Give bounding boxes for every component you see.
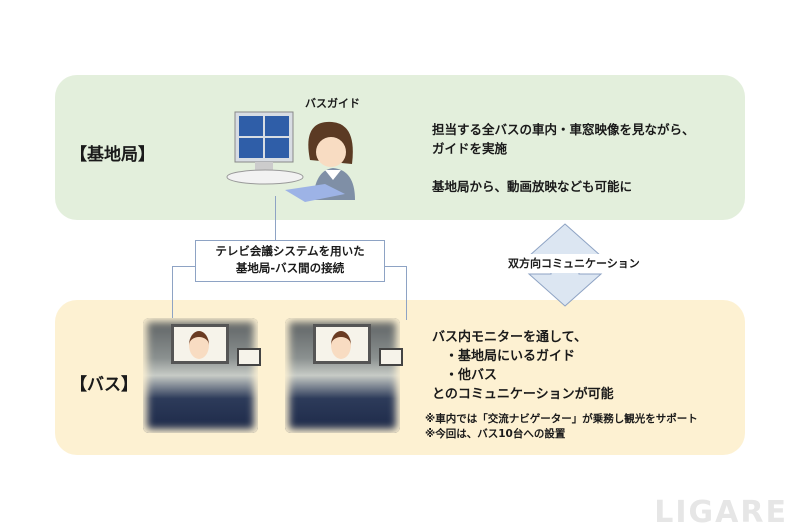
desc-line: 担当する全バスの車内・車窓映像を見ながら、 [432, 122, 695, 137]
note: ※車内では「交流ナビゲーター」が乗務し観光をサポート [425, 413, 698, 425]
connector-line [384, 266, 407, 267]
bus-interior-photo [285, 318, 403, 433]
desc-line: 基地局から、動画放映なども可能に [432, 179, 633, 194]
connector-line [275, 196, 276, 240]
bus-notes: ※車内では「交流ナビゲーター」が乗務し観光をサポート ※今回は、バス10台への設… [425, 412, 698, 442]
spacer [432, 158, 695, 177]
base-station-label: 【基地局】 [70, 145, 155, 165]
desc-line: ガイドを実施 [432, 141, 508, 156]
base-station-panel [55, 75, 745, 220]
desc-line: とのコミュニケーションが可能 [432, 387, 614, 402]
desc-line: ・他バス [432, 368, 498, 383]
bus-label: 【バス】 [70, 375, 138, 395]
ligare-logo: LIGARE [654, 495, 788, 530]
connector-line [172, 266, 173, 320]
desc-line: バス内モニターを通して、 [432, 330, 587, 345]
connector-line [172, 266, 195, 267]
note: ※今回は、バス10台への設置 [425, 428, 566, 440]
desc-line: ・基地局にいるガイド [432, 349, 576, 364]
connection-line: 基地局-バス間の接続 [235, 261, 345, 275]
connector-line [406, 266, 407, 320]
base-station-description: 担当する全バスの車内・車窓映像を見ながら、 ガイドを実施 基地局から、動画放映な… [432, 120, 695, 196]
guide-at-monitor-illustration [226, 111, 355, 202]
connection-box: テレビ会議システムを用いた 基地局-バス間の接続 [195, 240, 385, 282]
connection-line: テレビ会議システムを用いた [215, 244, 365, 258]
guide-label: バスガイド [305, 97, 360, 110]
bus-description: バス内モニターを通して、 ・基地局にいるガイド ・他バス とのコミュニケーション… [432, 328, 614, 404]
bidirectional-label: 双方向コミュニケーション [506, 254, 642, 273]
bus-interior-photo [143, 318, 261, 433]
